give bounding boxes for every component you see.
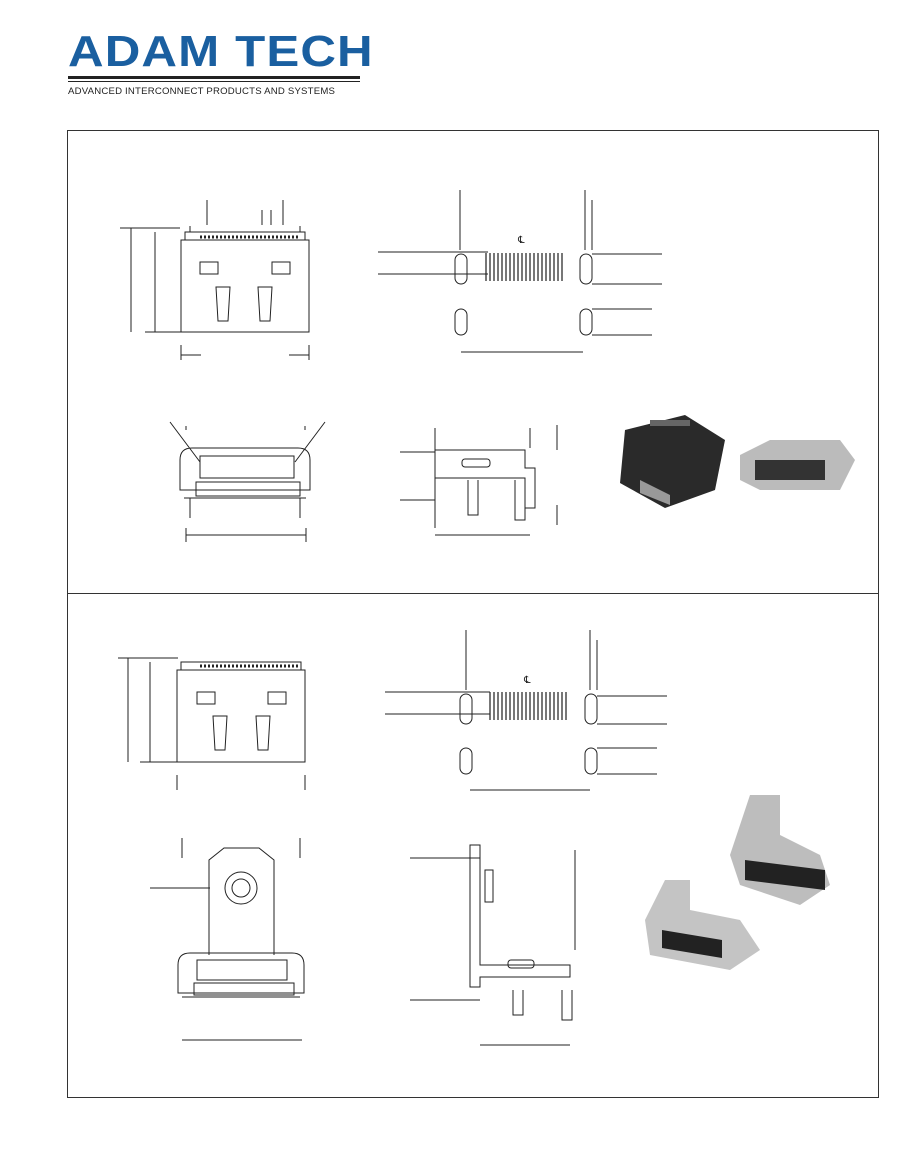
end-view-top [169,421,326,542]
side-view-bottom [410,844,576,1046]
product-photo-top-2 [740,440,855,490]
front-view-bottom [118,657,306,790]
logo-rule-thin [68,81,360,82]
logo-rule [68,76,360,79]
centerline-symbol-bottom: ℄ [523,675,531,686]
product-photo-bottom-1 [730,795,830,905]
tagline: ADVANCED INTERCONNECT PRODUCTS AND SYSTE… [68,86,336,97]
pcb-footprint-bottom [385,630,667,791]
product-photo-bottom-2 [645,880,760,970]
pcb-footprint-top [378,190,662,353]
product-photo-top-1 [620,415,725,508]
drawing-panel-bottom [67,592,879,1098]
centerline-symbol: ℄ [517,235,525,246]
side-view-top [400,425,558,536]
adam-tech-logo: ADAM TECH ADVANCED INTERCONNECT PRODUCTS… [68,30,373,97]
brand-name: ADAM TECH [68,27,374,76]
front-view-top [120,200,310,360]
end-view-bottom [150,838,305,1041]
drawing-panel-top [67,130,879,594]
